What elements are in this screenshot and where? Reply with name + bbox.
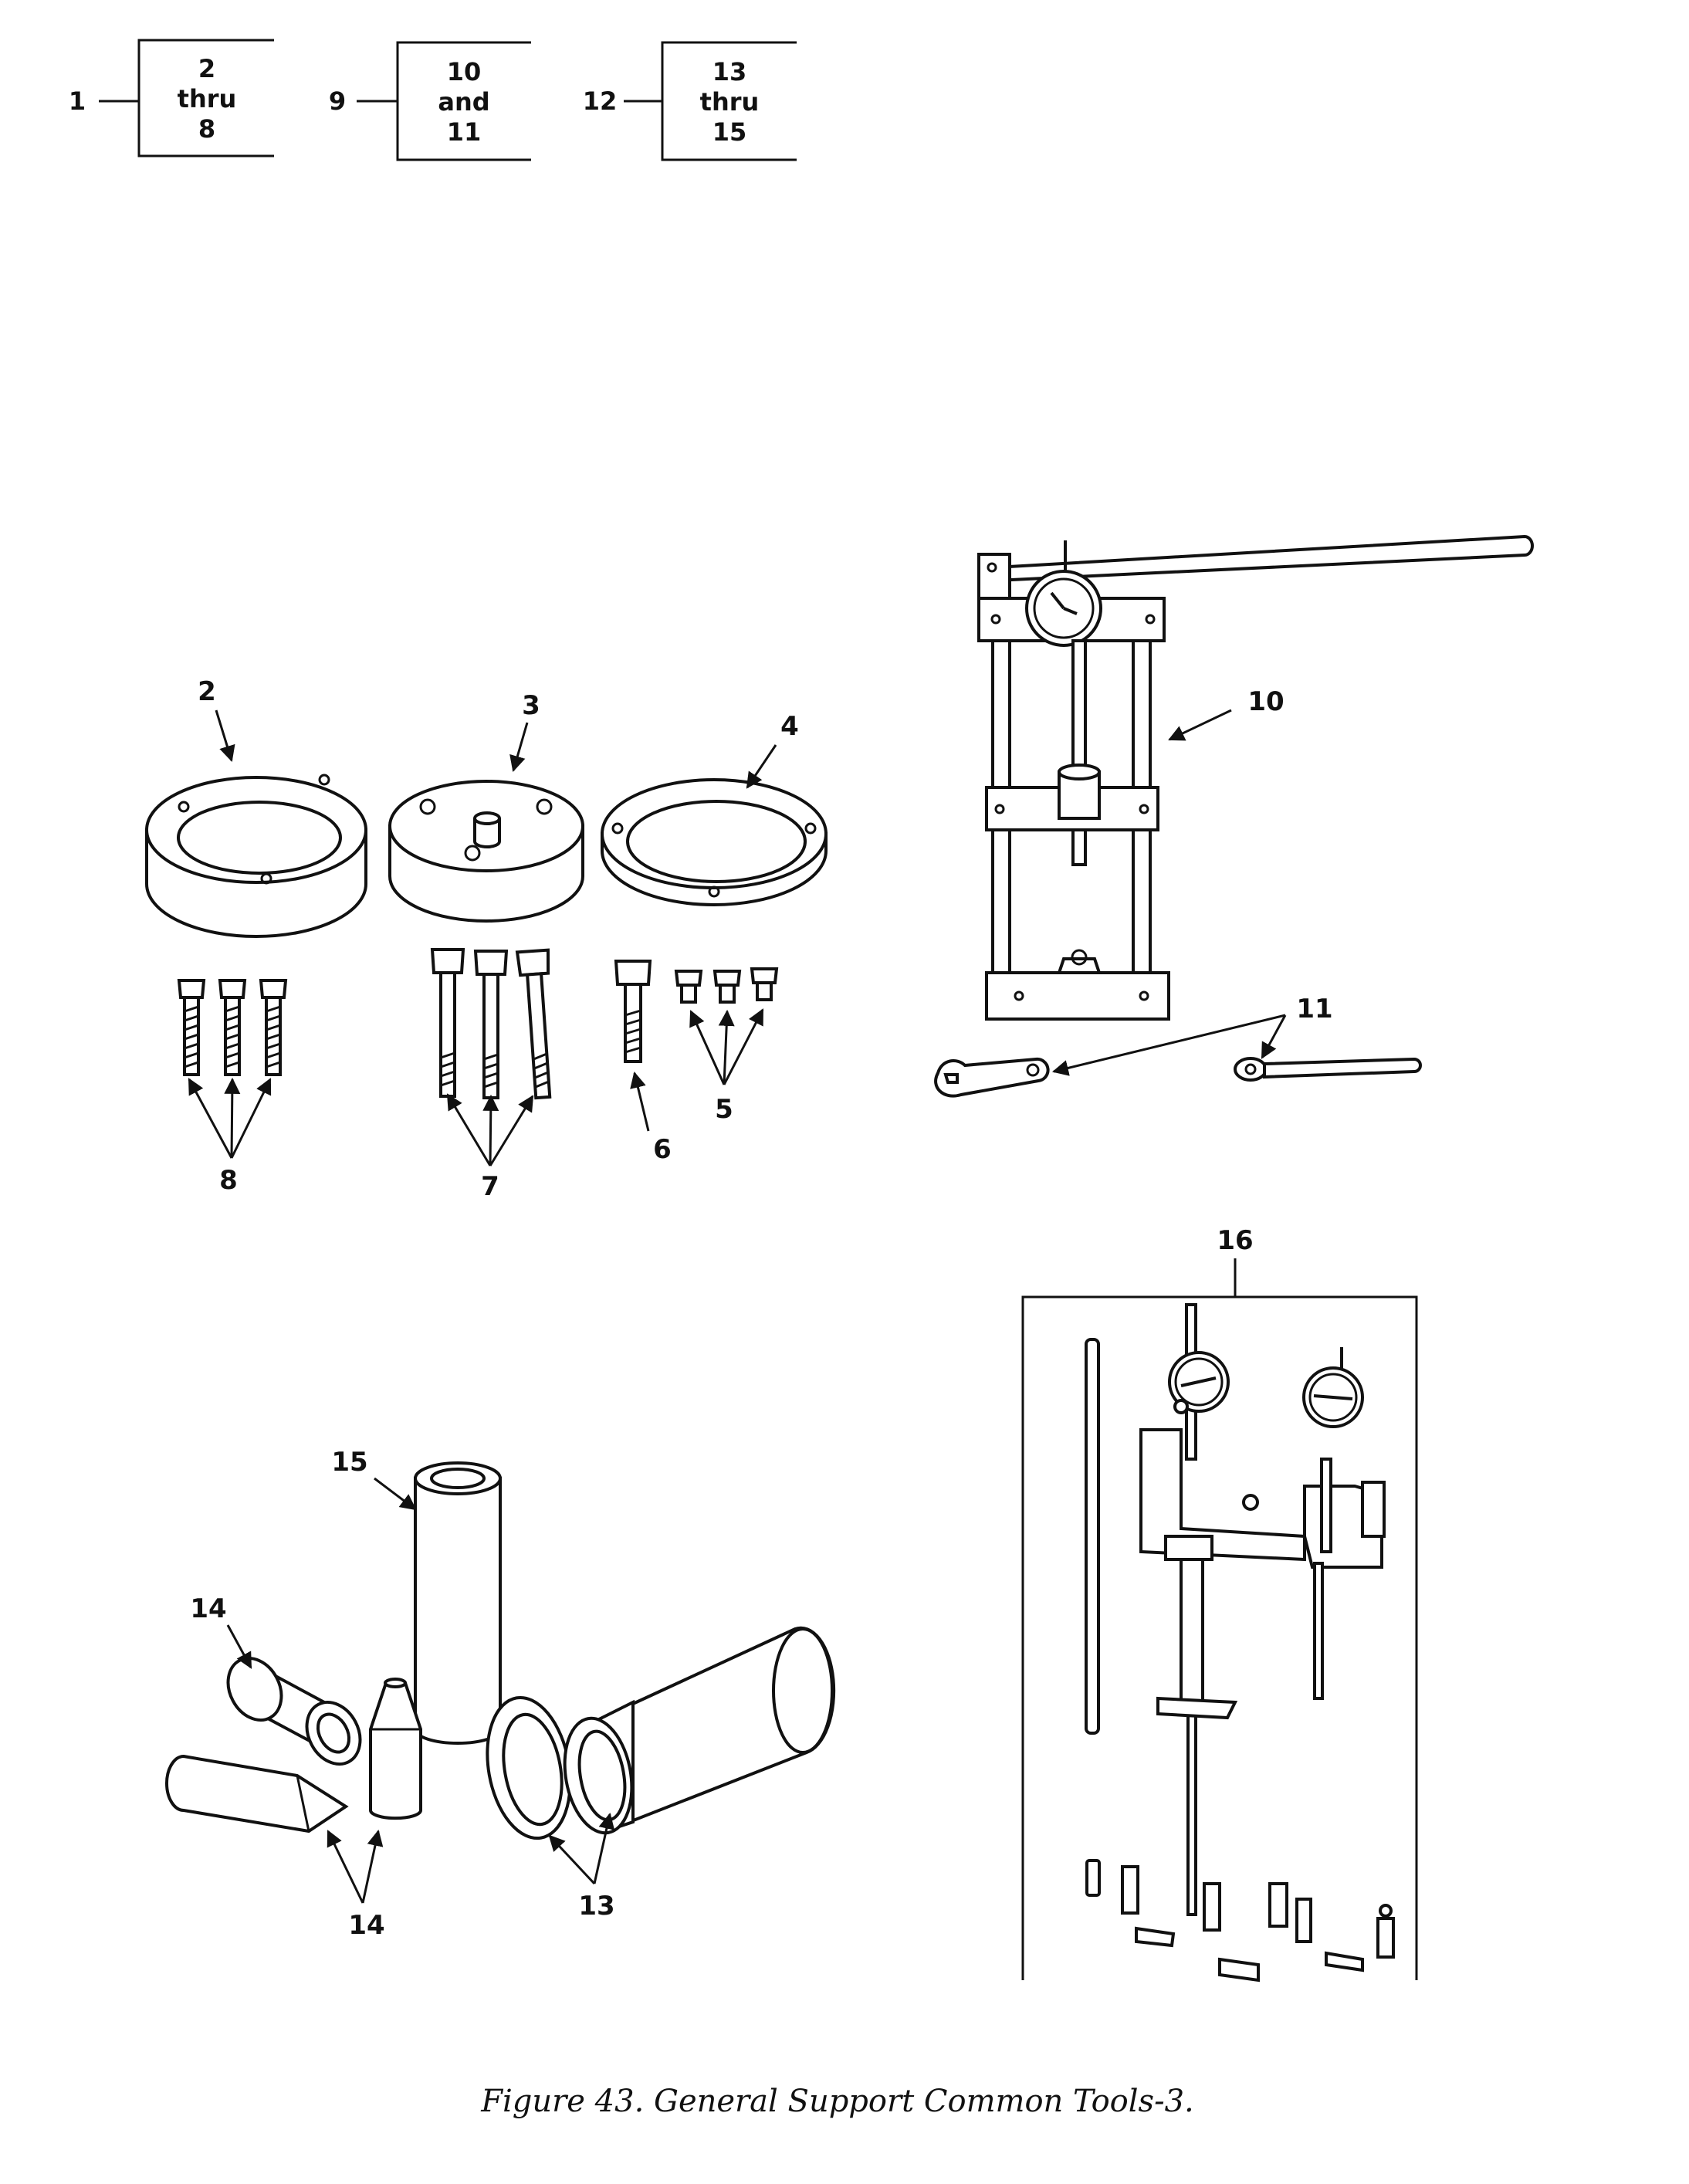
key-range-word: and [438, 87, 489, 117]
tool-11-wrenches [934, 1057, 1422, 1098]
tool-14-drivers [165, 1656, 422, 1834]
tool-8-bolts [177, 979, 288, 1076]
key-range-word: thru [178, 84, 237, 113]
callout-2: 2 [198, 676, 216, 707]
tool-16-indicator-set [1021, 1295, 1418, 1983]
callout-5: 5 [715, 1094, 733, 1125]
callout-13: 13 [578, 1891, 614, 1922]
key-item-label: 12 [583, 86, 618, 116]
tool-7-long-bolts [430, 948, 552, 1100]
key-item-label: 9 [329, 86, 346, 116]
callout-11: 11 [1296, 994, 1332, 1024]
callout-leaders [188, 709, 1287, 1904]
key-range-start: 2 [198, 54, 215, 83]
tool-2-ring [145, 774, 367, 938]
callout-10: 10 [1247, 686, 1284, 717]
tool-13-installer [486, 1626, 836, 1840]
callout-14-lower: 14 [348, 1910, 384, 1941]
key-range-end: 15 [712, 117, 747, 147]
tool-6-cap-screw [614, 960, 652, 1063]
key-item-label: 1 [69, 86, 86, 116]
tool-10-press [977, 534, 1534, 1021]
tool-15-sleeve [414, 1461, 502, 1745]
figure-caption: Figure 43. General Support Common Tools-… [480, 2084, 1194, 2119]
key-range-word: thru [700, 87, 760, 117]
callout-3: 3 [522, 690, 540, 721]
key-range-start: 13 [712, 57, 747, 86]
tool-3-plate [388, 780, 584, 923]
key-block-12: 12 13 thru 15 [583, 41, 797, 161]
callout-4: 4 [780, 711, 799, 742]
callout-6: 6 [653, 1134, 672, 1165]
callout-7: 7 [481, 1171, 499, 1202]
key-range-start: 10 [447, 57, 482, 86]
key-range-end: 8 [198, 114, 215, 144]
callout-16: 16 [1217, 1225, 1253, 1256]
callout-14-upper: 14 [190, 1593, 226, 1624]
key-block-9: 9 10 and 11 [329, 41, 531, 161]
tool-4-thin-ring [601, 778, 828, 906]
key-block-1: 1 2 thru 8 [69, 39, 274, 157]
callout-8: 8 [219, 1165, 238, 1196]
tool-5-short-screws [674, 967, 779, 1004]
key-range-end: 11 [447, 117, 482, 147]
callout-15: 15 [331, 1447, 367, 1478]
